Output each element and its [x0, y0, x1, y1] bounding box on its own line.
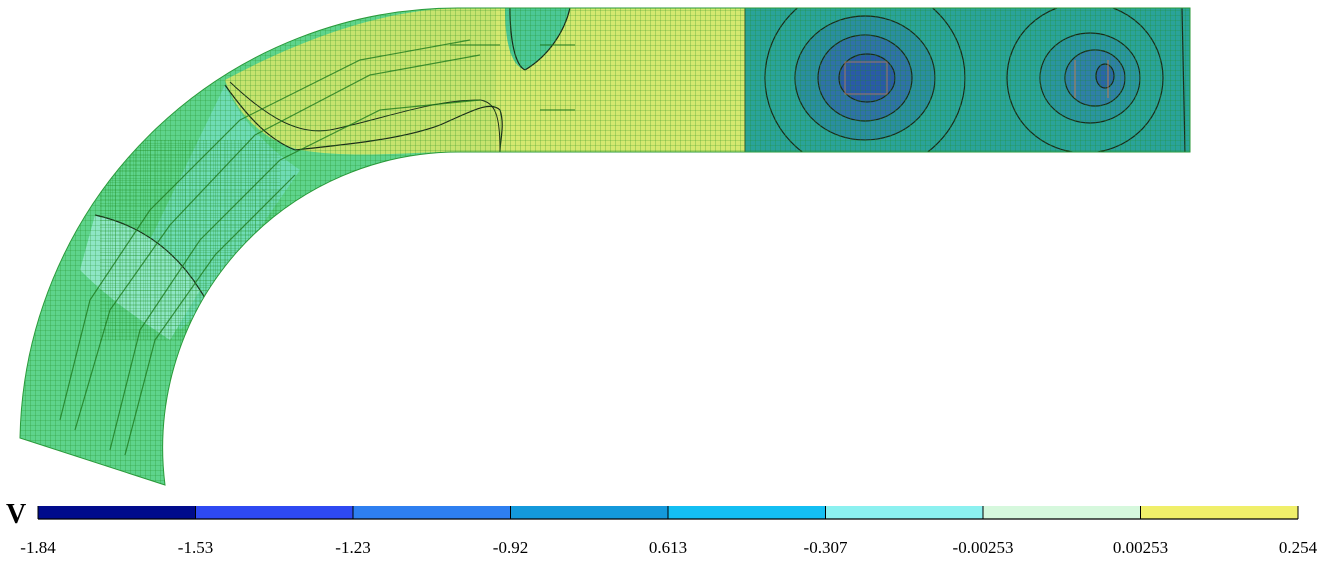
structure-lines — [59, 39, 575, 456]
colorbar-tick-label: 0.00253 — [1113, 538, 1168, 557]
colorbar-tick-label: -0.00253 — [953, 538, 1014, 557]
colorbar-tick-label: -0.92 — [493, 538, 528, 557]
colorbar-segment — [825, 506, 983, 519]
solution-domain — [20, 7, 1190, 485]
colorbar-segment — [983, 506, 1141, 519]
colorbar-tick-label: 0.613 — [649, 538, 687, 557]
colorbar-segment — [1140, 506, 1298, 519]
colorbar-variable-label: V — [6, 499, 26, 530]
colorbar-tick-label: -1.53 — [178, 538, 213, 557]
colorbar-segment — [195, 506, 353, 519]
colorbar: V -1.84 -1.53 -1.23 -0.92 0.613 -0.307 -0.00253… — [6, 499, 1318, 557]
domain-outline — [19, 7, 1191, 486]
colorbar-tick-label: -1.84 — [20, 538, 56, 557]
colorbar-segment — [38, 506, 196, 519]
marker-core-1 — [844, 61, 888, 95]
colorbar-segment — [510, 506, 668, 519]
colorbar-tick-label: -1.23 — [335, 538, 370, 557]
colorbar-segment — [668, 506, 826, 519]
colorbar-tick-label: -0.307 — [804, 538, 848, 557]
colorbar-segment — [353, 506, 511, 519]
colorbar-tick-label: 0.254 — [1279, 538, 1318, 557]
